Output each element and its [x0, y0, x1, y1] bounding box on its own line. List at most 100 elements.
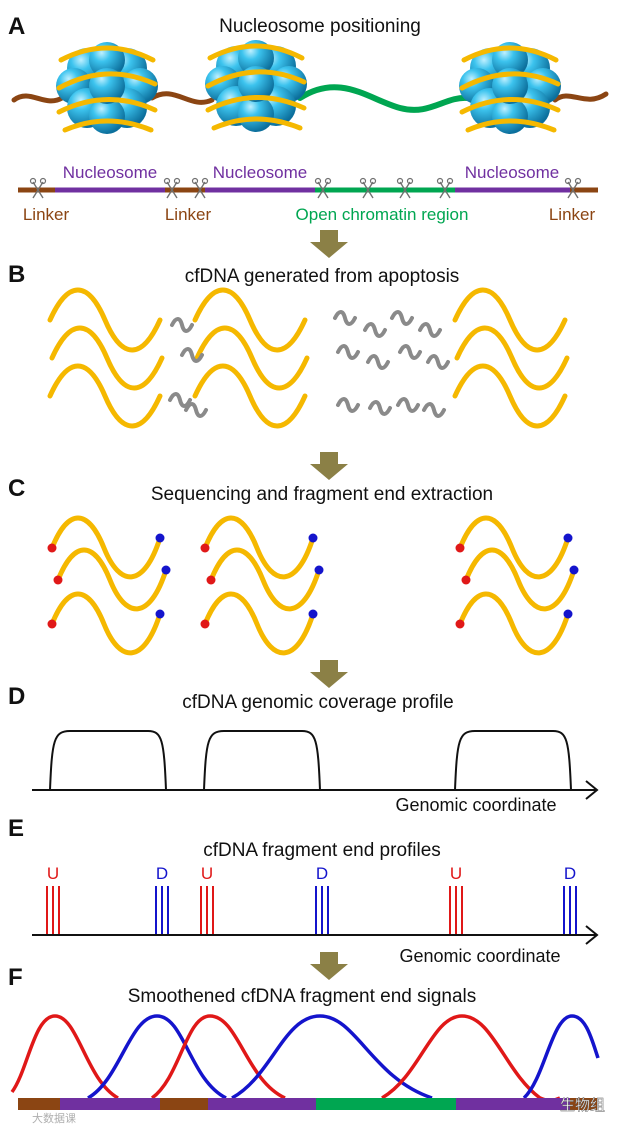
short-cfdna-fragment — [336, 344, 360, 360]
linker-dna-right — [552, 91, 609, 103]
nucleosome-2 — [205, 40, 307, 132]
cfdna-fragment-wave — [47, 363, 163, 429]
upstream-end-dot — [53, 575, 63, 585]
smoothed-signals — [10, 1014, 600, 1103]
short-cfdna-fragment — [422, 402, 446, 418]
short-fragments — [168, 310, 450, 418]
panel-letter-b: B — [8, 261, 25, 288]
upstream-end-dot — [206, 575, 216, 585]
downstream-end-dot — [161, 565, 171, 575]
downstream-end-dot — [308, 609, 318, 619]
short-cfdna-fragment — [390, 310, 414, 326]
panel-b-title: cfDNA generated from apoptosis — [185, 266, 460, 287]
downstream-end-label: D — [316, 864, 328, 883]
sequenced-fragment-wave — [457, 591, 571, 656]
downstream-end-label: D — [564, 864, 576, 883]
panel-letter-e: E — [8, 815, 24, 842]
short-cfdna-fragment — [168, 392, 192, 408]
cfdna-fragment-wave — [192, 363, 308, 429]
panel-c-title: Sequencing and fragment end extraction — [151, 484, 493, 505]
linker-dna-left — [11, 93, 65, 104]
short-cfdna-fragment — [333, 310, 357, 326]
short-cfdna-fragment — [180, 347, 204, 363]
down-arrow-icon — [310, 230, 348, 258]
downstream-signal-curve — [87, 1014, 227, 1100]
upstream-end-dot — [461, 575, 471, 585]
label-linker-1: Linker — [23, 205, 70, 224]
upstream-end-label: U — [450, 864, 462, 883]
upstream-end-dot — [200, 543, 210, 553]
cfdna-fragment-wave — [452, 287, 568, 353]
downstream-end-dot — [563, 533, 573, 543]
short-cfdna-fragment — [418, 322, 442, 338]
short-cfdna-fragment — [366, 354, 390, 370]
panel-e-title: cfDNA fragment end profiles — [203, 840, 441, 861]
short-cfdna-fragment — [184, 402, 208, 418]
panel-letter-c: C — [8, 475, 25, 502]
axis-label-d: Genomic coordinate — [395, 795, 556, 815]
label-nucleosome-3: Nucleosome — [465, 163, 560, 182]
linker-dna-middle — [149, 91, 215, 105]
nucleosome-3 — [459, 42, 561, 134]
downstream-end-dot — [563, 609, 573, 619]
panel-a: A Nucleosome positioning Nucleosome Nucl… — [8, 13, 609, 224]
label-open-chromatin: Open chromatin region — [296, 205, 469, 224]
watermark-right: 生物组 — [560, 1097, 605, 1114]
short-cfdna-fragment — [426, 354, 450, 370]
open-chromatin-dna — [297, 84, 471, 113]
upstream-end-label: U — [201, 864, 213, 883]
cfdna-fragment-wave — [192, 287, 308, 353]
downstream-end-label: D — [156, 864, 168, 883]
sequenced-fragment-wave — [457, 515, 571, 580]
label-nucleosome-2: Nucleosome — [213, 163, 308, 182]
sequenced-fragment-wave — [49, 591, 163, 656]
sequenced-fragment-wave — [49, 515, 163, 580]
upstream-end-dot — [455, 543, 465, 553]
downstream-end-dot — [155, 533, 165, 543]
cfdna-fragment-wave — [454, 325, 570, 391]
cfdna-fragment-wave — [49, 325, 165, 391]
cfdna-fragment-wave — [47, 287, 163, 353]
panel-letter-a: A — [8, 13, 25, 40]
watermark-left: 大数据课 — [32, 1111, 76, 1125]
downstream-end-dot — [314, 565, 324, 575]
cfdna-fragment-wave — [194, 325, 310, 391]
upstream-end-dot — [455, 619, 465, 629]
sequenced-fragment-wave — [208, 547, 322, 612]
panel-letter-f: F — [8, 964, 23, 991]
sequenced-fragment-wave — [202, 515, 316, 580]
sequenced-fragment-wave — [202, 591, 316, 656]
down-arrow-icon — [310, 452, 348, 480]
down-arrow-icon — [310, 660, 348, 688]
upstream-end-dot — [200, 619, 210, 629]
coverage-profile — [49, 730, 572, 791]
panel-f-title: Smoothened cfDNA fragment end signals — [128, 986, 477, 1007]
cfdna-fragment-wave — [452, 363, 568, 429]
upstream-signal-curve — [10, 1014, 119, 1100]
downstream-end-dot — [155, 609, 165, 619]
downstream-end-dot — [308, 533, 318, 543]
axis-arrowhead-icon — [585, 780, 599, 800]
upstream-end-dot — [47, 543, 57, 553]
upstream-end-label: U — [47, 864, 59, 883]
short-cfdna-fragment — [336, 397, 360, 413]
panel-c: C Sequencing and fragment end extraction — [8, 475, 579, 656]
genomic-region-bar — [18, 1098, 598, 1110]
short-cfdna-fragment — [170, 317, 194, 333]
panel-a-title: Nucleosome positioning — [219, 16, 421, 37]
short-cfdna-fragment — [398, 344, 422, 360]
downstream-end-dot — [569, 565, 579, 575]
label-nucleosome-1: Nucleosome — [63, 163, 158, 182]
short-cfdna-fragment — [396, 397, 420, 413]
downstream-signal-curve — [231, 1014, 433, 1100]
panel-f: F Smoothened cfDNA fragment end signals … — [8, 964, 605, 1125]
panel-letter-d: D — [8, 683, 25, 710]
label-linker-3: Linker — [549, 205, 596, 224]
nucleosome-1 — [56, 42, 158, 134]
panel-b: B cfDNA generated from apoptosis — [8, 261, 570, 429]
short-cfdna-fragment — [368, 400, 392, 416]
short-cfdna-fragment — [363, 322, 387, 338]
flow-arrows — [310, 230, 348, 980]
